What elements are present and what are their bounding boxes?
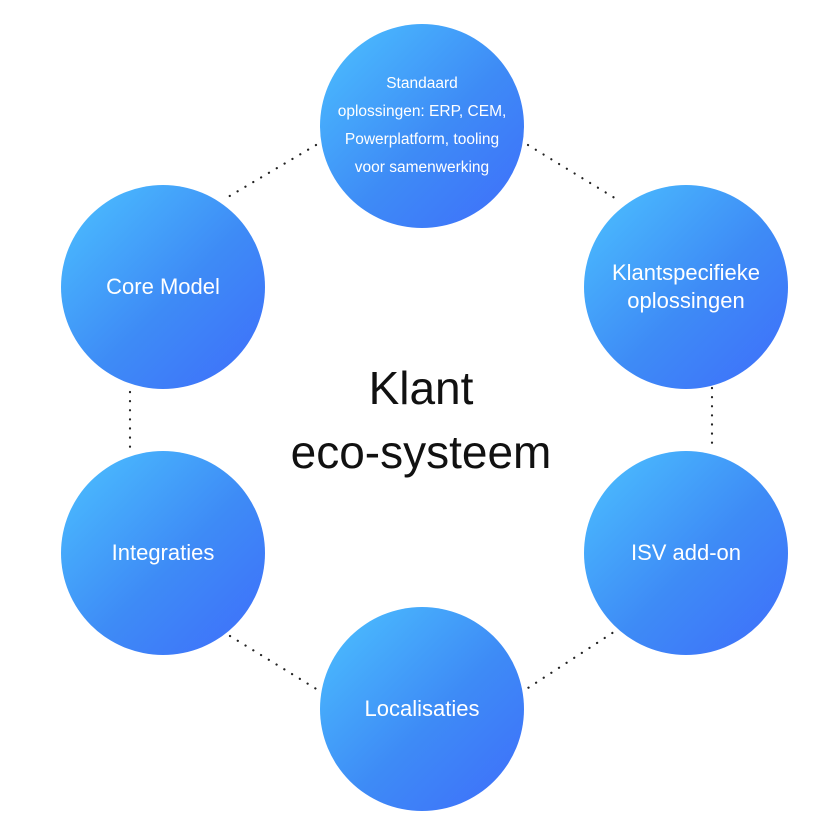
node-standaard-oplossingen-label: Standaard oplossingen: ERP, CEM, Powerpl… [337,75,507,176]
node-isv-add-on: ISV add-on [584,451,788,655]
node-core-model: Core Model [61,185,265,389]
center-title-line-2: eco-systeem [290,426,552,478]
node-klantspecifieke-oplossingen: Klantspecifieke oplossingen [584,185,788,389]
node-integraties-label: Integraties [111,540,215,565]
node-core-model-label: Core Model [106,274,220,299]
node-isv-label: ISV add-on [630,540,742,565]
connector-integraties-to-localisaties [228,634,320,692]
node-localisaties: Localisaties [320,607,524,811]
connector-top-to-core [226,143,318,199]
node-klantspecifieke-label: Klantspecifieke oplossingen [612,260,760,313]
node-localisaties-label: Localisaties [364,696,480,721]
connector-top-to-klantspecifieke [526,143,620,202]
connector-isv-to-localisaties [526,626,622,690]
center-title-line-1: Klant [368,362,474,414]
node-integraties: Integraties [61,451,265,655]
node-standaard-oplossingen: Standaard oplossingen: ERP, CEM, Powerpl… [320,24,524,228]
center-title: Klant eco-systeem [220,356,622,484]
